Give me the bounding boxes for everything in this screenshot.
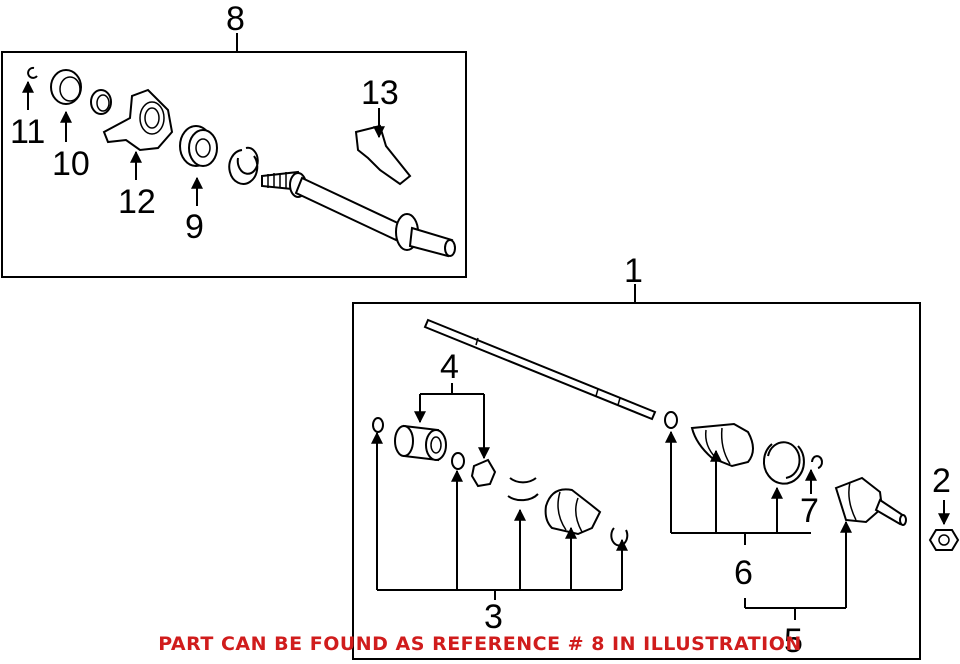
callout-8: 8: [226, 0, 245, 38]
inner-joint-housing-part: [394, 424, 447, 462]
callout-13: 13: [361, 74, 399, 112]
callout-11: 11: [10, 113, 45, 151]
small-ring-part: [90, 89, 112, 115]
callout-4: 4: [440, 348, 459, 386]
callout-2: 2: [932, 462, 951, 500]
small-clip-part: [811, 455, 823, 469]
outer-clip-part: [664, 411, 678, 429]
callout-6: 6: [734, 554, 753, 592]
outer-clamp-part: [762, 441, 805, 485]
small-ring-part-2: [451, 452, 465, 470]
axle-shaft-part: [423, 318, 657, 421]
tripod-part: [470, 458, 497, 488]
ring-10-part: [50, 69, 82, 105]
callout-9: 9: [185, 208, 204, 246]
bearing-9-part: [179, 125, 218, 167]
callout-7: 7: [800, 492, 819, 530]
clamp-part-2: [610, 527, 629, 547]
clip-part: [372, 417, 384, 433]
callout-1: 1: [624, 252, 643, 290]
outer-cv-joint-part: [834, 476, 907, 526]
inset-box-8: 8 11 10 12 9: [1, 0, 467, 278]
clip-11-part: [27, 66, 38, 79]
reference-note: PART CAN BE FOUND AS REFERENCE # 8 IN IL…: [158, 633, 802, 655]
callout-5: 5: [784, 622, 803, 660]
inner-boot-part: [544, 488, 602, 536]
inset-box-1: 1 4: [352, 252, 921, 660]
callout-12: 12: [118, 183, 156, 221]
intermediate-shaft-part: [261, 170, 456, 258]
outer-boot-part: [690, 422, 754, 468]
snap-ring-part: [228, 146, 259, 185]
shield-13-part: [354, 124, 412, 186]
bracket-12-part: [102, 88, 174, 152]
callout-3: 3: [484, 598, 503, 636]
nut-2-part: [928, 529, 960, 551]
clamp-part: [507, 477, 539, 502]
callout-10: 10: [52, 145, 90, 183]
